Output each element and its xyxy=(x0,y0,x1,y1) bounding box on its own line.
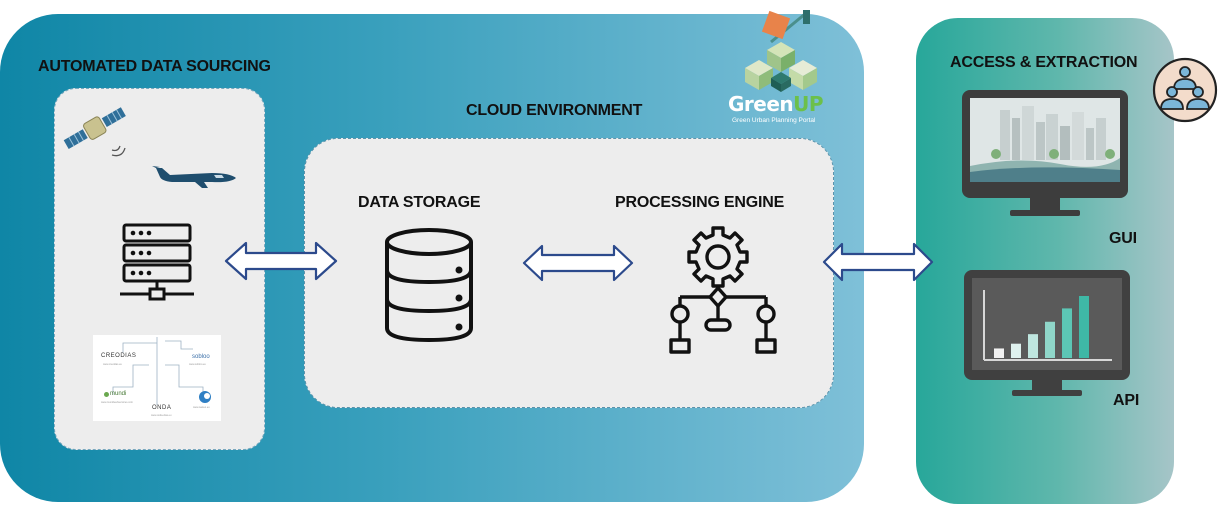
partner-creodias: CREODIAS xyxy=(101,353,137,359)
logo-up-text: UP xyxy=(793,92,824,116)
api-chart-bar xyxy=(994,348,1004,358)
cloud-title: CLOUD ENVIRONMENT xyxy=(466,102,643,119)
data-providers-logos: CREODIAS www.creodias.eu sobloo www.sobl… xyxy=(93,335,221,421)
gui-label: GUI xyxy=(1109,230,1137,247)
users-icon xyxy=(1152,57,1218,123)
partner-mundi: mundi xyxy=(110,391,127,397)
api-label: API xyxy=(1113,392,1140,409)
logo-tagline: Green Urban Planning Portal xyxy=(732,117,816,124)
provider-connection-lines xyxy=(112,337,204,405)
airplane-icon xyxy=(152,166,236,188)
city-skyline-illustration xyxy=(970,106,1120,182)
logo-green-text: Green xyxy=(728,92,794,116)
api-chart-bar xyxy=(1062,308,1072,358)
satellite-icon xyxy=(63,107,126,157)
partner-onda: ONDA xyxy=(152,405,172,411)
gear-icon xyxy=(687,226,749,288)
api-monitor-icon xyxy=(964,270,1130,396)
engine-label: PROCESSING ENGINE xyxy=(615,194,785,211)
access-title: ACCESS & EXTRACTION xyxy=(950,54,1138,71)
api-chart-bar xyxy=(1045,321,1055,358)
partner-sobloo: sobloo xyxy=(192,354,210,360)
api-chart-bars xyxy=(994,296,1089,358)
api-chart-bar xyxy=(1079,296,1089,358)
server-icon xyxy=(120,223,194,301)
wekeo-logo-icon xyxy=(199,391,211,403)
cloud-box xyxy=(304,138,834,408)
greenup-logo xyxy=(745,10,817,92)
gui-monitor-icon xyxy=(962,90,1128,216)
greenup-logo-name: GreenUP xyxy=(728,92,824,116)
api-chart-bar xyxy=(1011,343,1021,358)
double-arrow-engine-access xyxy=(822,242,934,282)
api-chart-bar xyxy=(1028,334,1038,358)
database-icon xyxy=(385,228,473,343)
processing-engine-icon xyxy=(669,226,777,354)
double-arrow-storage-engine xyxy=(522,244,634,282)
double-arrow-sourcing-storage xyxy=(224,241,338,281)
mundi-logo-icon xyxy=(104,392,109,397)
sourcing-title: AUTOMATED DATA SOURCING xyxy=(38,58,271,75)
storage-label: DATA STORAGE xyxy=(358,194,481,211)
